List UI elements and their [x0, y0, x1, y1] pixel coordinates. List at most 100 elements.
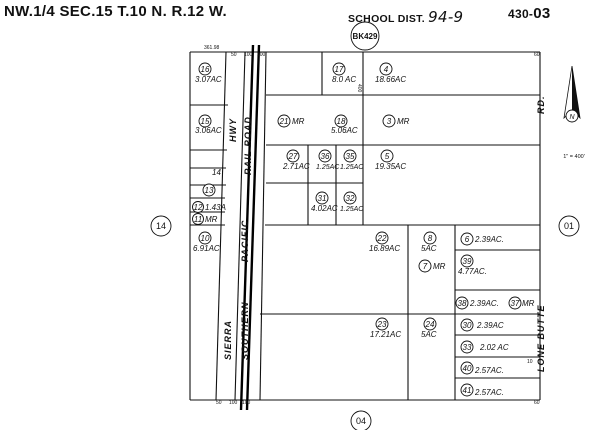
parcel-3: 3 MR	[382, 114, 410, 128]
book-label: BK429	[353, 32, 378, 41]
page-reference-prefix: 430-	[508, 7, 534, 21]
svg-text:19.35AC: 19.35AC	[375, 162, 406, 171]
svg-text:18: 18	[337, 117, 346, 126]
svg-text:7: 7	[423, 262, 428, 271]
book-marker: BK429	[350, 21, 380, 51]
railroad-lines	[215, 44, 267, 411]
svg-text:2.02 AC: 2.02 AC	[479, 343, 509, 352]
dim-top-d: 100	[257, 52, 266, 58]
svg-text:33: 33	[463, 343, 472, 352]
parcel-10: 106.91AC	[193, 231, 220, 253]
svg-text:2.71AC: 2.71AC	[282, 162, 310, 171]
adjacent-east: 01	[564, 221, 574, 231]
svg-text:23: 23	[377, 320, 387, 329]
svg-text:10: 10	[201, 234, 210, 243]
svg-text:2.57AC.: 2.57AC.	[474, 388, 504, 397]
parcel-31: 314.02AC	[311, 191, 338, 213]
parcel-13: 13	[202, 183, 216, 197]
parcel-7: 7 MR	[418, 259, 446, 273]
svg-text:24: 24	[425, 320, 435, 329]
school-district: SCHOOL DIST. 94-9	[348, 8, 463, 26]
road-labels: SIERRA HWY SOUTHERN PACIFIC RAIL ROAD LO…	[223, 96, 546, 373]
svg-text:16: 16	[201, 65, 210, 74]
dimension-labels: 361.98 50 100 100 60 50 100 100 60 400 1…	[204, 45, 540, 406]
page-reference: 430-03	[508, 5, 551, 22]
page-reference-number: 03	[533, 5, 551, 22]
svg-text:14: 14	[212, 168, 221, 177]
svg-text:1.43A: 1.43A	[205, 203, 226, 212]
school-district-number: 94-9	[428, 8, 464, 26]
svg-text:2.39AC: 2.39AC	[476, 321, 504, 330]
dim-top-a: 361.98	[204, 45, 220, 51]
svg-text:MR: MR	[433, 262, 446, 271]
dim-top-right: 60	[534, 52, 540, 58]
parcel-36: 361.25AC	[316, 149, 340, 171]
svg-text:17: 17	[335, 65, 344, 74]
svg-text:36: 36	[321, 152, 330, 161]
svg-text:38: 38	[458, 299, 467, 308]
svg-text:5: 5	[385, 152, 390, 161]
road-label-pacific: PACIFIC	[240, 220, 250, 262]
svg-text:31: 31	[318, 194, 327, 203]
svg-text:32: 32	[346, 194, 355, 203]
parcel-35: 35 1.25AC	[340, 149, 364, 171]
parcel-5: 519.35AC	[375, 149, 406, 171]
svg-text:3: 3	[387, 117, 392, 126]
svg-text:4: 4	[384, 65, 389, 74]
dim-side-400: 400	[356, 84, 362, 93]
dim-top-b: 50	[231, 52, 237, 58]
svg-text:35: 35	[346, 152, 355, 161]
svg-text:4.02AC: 4.02AC	[311, 204, 338, 213]
parcel-39: 394.77AC.	[458, 254, 487, 276]
svg-text:5AC: 5AC	[421, 244, 437, 253]
svg-text:MR: MR	[397, 117, 410, 126]
svg-text:3.07AC: 3.07AC	[195, 75, 222, 84]
svg-text:1.25AC: 1.25AC	[340, 164, 364, 171]
svg-text:5.06AC: 5.06AC	[331, 126, 358, 135]
svg-text:1.25AC: 1.25AC	[340, 206, 364, 213]
parcel-lines	[260, 52, 540, 400]
svg-text:8.0 AC: 8.0 AC	[332, 75, 356, 84]
svg-text:12: 12	[194, 203, 203, 212]
parcel-16: 163.07AC	[195, 62, 222, 84]
svg-text:2.39AC.: 2.39AC.	[469, 299, 499, 308]
svg-text:37: 37	[511, 299, 520, 308]
svg-text:41: 41	[463, 386, 472, 395]
legal-description: NW.1/4 SEC.15 T.10 N. R.12 W.	[4, 3, 227, 20]
svg-text:13: 13	[205, 186, 214, 195]
adjacent-west: 14	[156, 221, 166, 231]
dim-top-c: 100	[244, 52, 253, 58]
road-label-southern: SOUTHERN	[240, 301, 250, 360]
svg-text:2.39AC.: 2.39AC.	[474, 235, 504, 244]
svg-text:4.77AC.: 4.77AC.	[458, 267, 487, 276]
parcel-32: 32 1.25AC	[340, 191, 364, 213]
svg-text:40: 40	[463, 364, 472, 373]
svg-text:5AC: 5AC	[421, 330, 437, 339]
parcel-14: 14	[212, 168, 221, 177]
svg-text:6: 6	[465, 235, 470, 244]
svg-text:27: 27	[288, 152, 298, 161]
parcel-15: 153.06AC	[195, 114, 222, 135]
svg-text:11: 11	[194, 215, 202, 224]
parcel-4: 418.66AC	[375, 62, 406, 84]
svg-text:17.21AC: 17.21AC	[370, 330, 401, 339]
road-label-hwy: HWY	[228, 118, 238, 142]
north-arrow: N 1" = 400'	[563, 65, 585, 160]
road-label-sierra: SIERRA	[223, 320, 233, 360]
road-label-railroad: RAIL ROAD	[243, 116, 253, 175]
svg-text:N: N	[569, 114, 575, 121]
scale-label: 1" = 400'	[563, 154, 585, 160]
svg-text:21: 21	[279, 117, 289, 126]
